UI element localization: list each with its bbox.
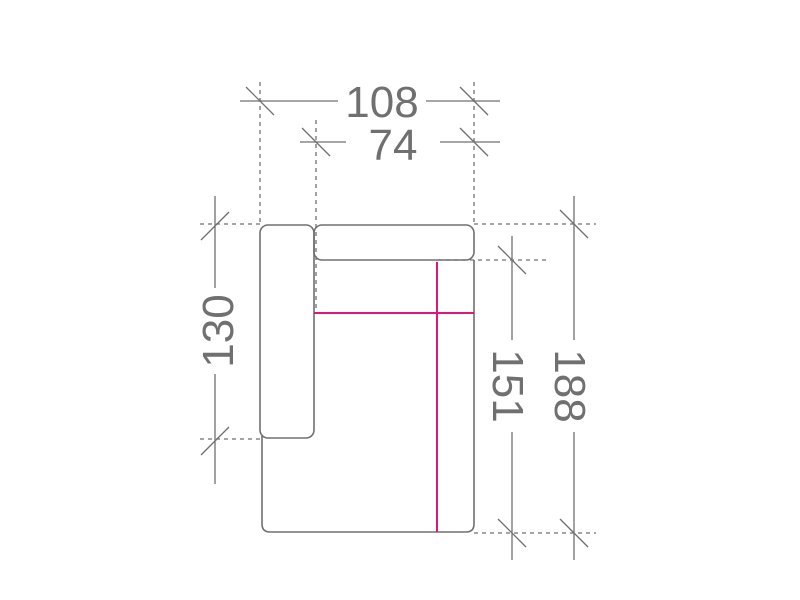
- tick-108-left: [245, 86, 275, 116]
- tick-151-bottom: [497, 518, 527, 548]
- tick-74-right: [459, 127, 489, 157]
- tick-130-bottom: [200, 426, 230, 456]
- tick-108-right: [459, 86, 489, 116]
- label-overall-depth: 188: [545, 349, 594, 422]
- back-cushion: [313, 224, 475, 261]
- tick-151-top: [497, 245, 527, 275]
- label-seat-depth: 151: [483, 349, 532, 422]
- tick-74-left: [301, 127, 331, 157]
- label-overall-width: 108: [345, 78, 418, 127]
- label-inner-width: 74: [369, 121, 418, 170]
- sofa-base-outline: [261, 260, 475, 533]
- tick-188-bottom: [559, 518, 589, 548]
- side-backrest-cushion: [259, 224, 315, 439]
- tick-130-top: [200, 211, 230, 241]
- label-backrest-length: 130: [194, 294, 243, 367]
- tick-188-top: [559, 209, 589, 239]
